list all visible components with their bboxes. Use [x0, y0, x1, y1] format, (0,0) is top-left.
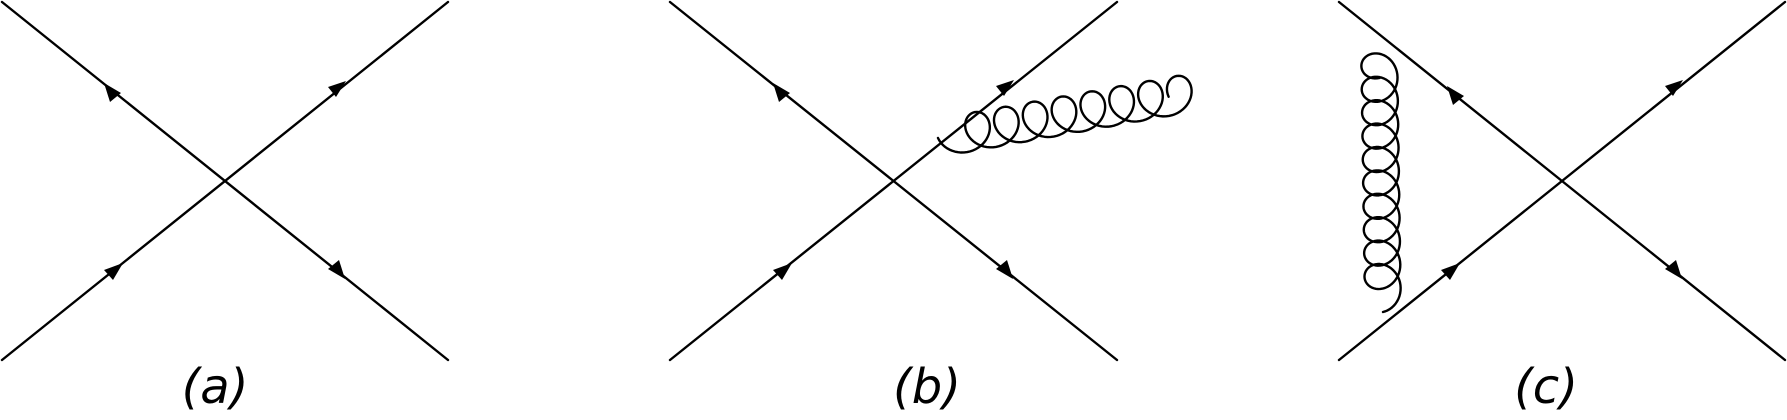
panel-label: (c)	[1514, 359, 1578, 415]
arrow-icon	[328, 260, 345, 279]
arrow-icon	[1441, 263, 1460, 280]
arrow-icon	[773, 83, 790, 102]
panel-label: (a)	[182, 359, 249, 415]
arrow-icon	[328, 81, 346, 97]
arrow-icon	[773, 263, 792, 280]
arrow-icon	[104, 263, 123, 280]
fermion-line-ascending	[0, 0, 450, 362]
panel-b: (b)	[668, 0, 1193, 415]
panel-a: (a)	[0, 0, 450, 415]
arrow-icon	[996, 260, 1013, 279]
arrow-icon	[1447, 86, 1464, 105]
arrow-icon	[1665, 80, 1683, 96]
gluon-line	[936, 74, 1193, 154]
gluon-line	[1360, 52, 1402, 314]
fermion-line-ascending	[668, 0, 1119, 362]
panel-label: (b)	[893, 359, 961, 415]
fermion-line-ascending	[1337, 0, 1787, 362]
arrow-icon	[1665, 260, 1682, 279]
panel-c: (c)	[1337, 0, 1787, 415]
arrow-icon	[996, 80, 1014, 96]
arrow-icon	[104, 83, 121, 102]
